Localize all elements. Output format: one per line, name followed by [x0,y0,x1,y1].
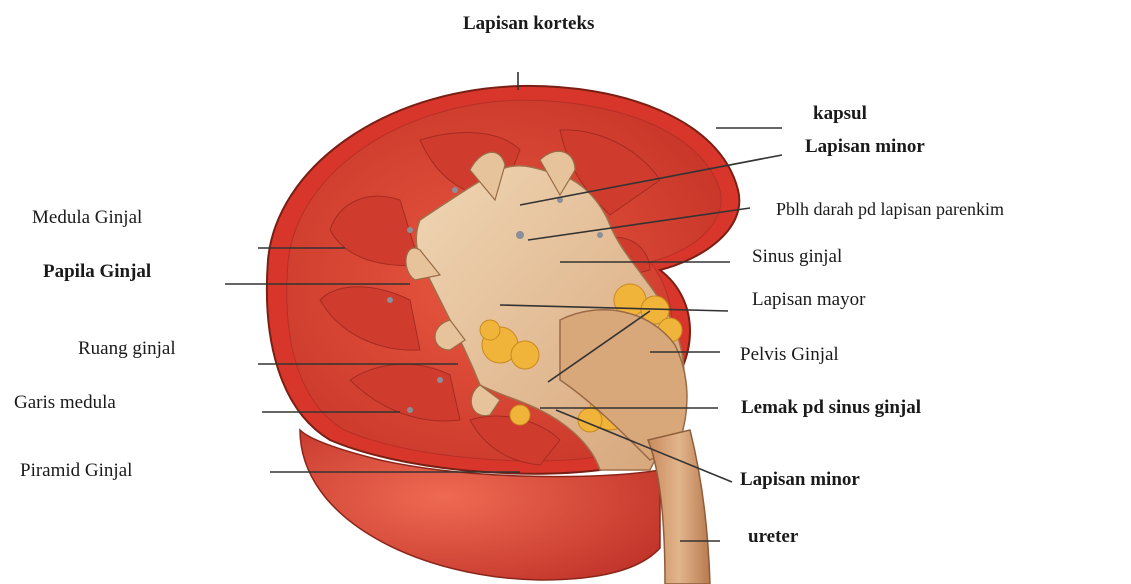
label-lapisan-minor-bottom: Lapisan minor [740,470,860,489]
label-papila-ginjal: Papila Ginjal [43,262,151,281]
label-medula-ginjal: Medula Ginjal [32,208,142,227]
label-ureter: ureter [748,527,798,546]
label-lapisan-mayor: Lapisan mayor [752,290,865,309]
label-ruang-ginjal: Ruang ginjal [78,339,176,358]
label-sinus-ginjal: Sinus ginjal [752,247,842,266]
label-lapisan-korteks: Lapisan korteks [463,14,594,33]
label-pblh-darah: Pblh darah pd lapisan parenkim [776,200,1004,218]
label-piramid-ginjal: Piramid Ginjal [20,461,132,480]
label-lemak-sinus: Lemak pd sinus ginjal [741,398,921,417]
label-kapsul: kapsul [813,104,867,123]
label-lapisan-minor-top: Lapisan minor [805,137,925,156]
label-pelvis-ginjal: Pelvis Ginjal [740,345,839,364]
label-garis-medula: Garis medula [14,393,116,412]
